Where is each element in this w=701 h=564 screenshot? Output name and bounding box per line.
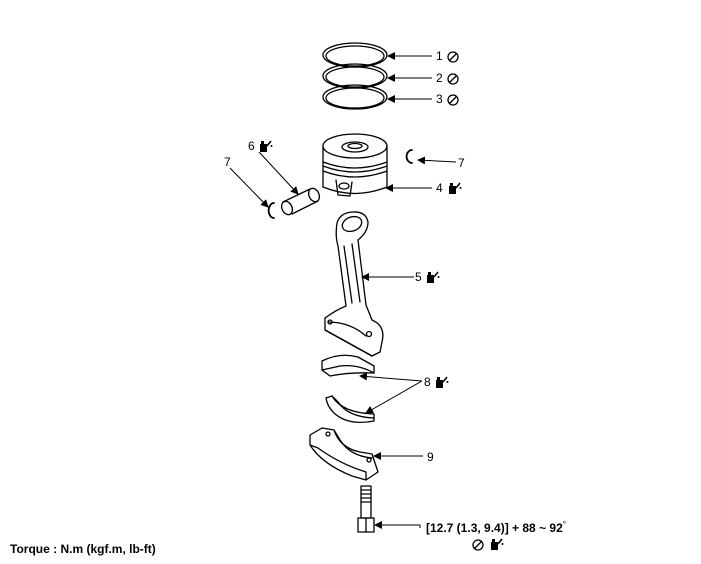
oil-can-icon — [490, 538, 505, 551]
oil-can-icon — [426, 271, 441, 284]
bearing-cap — [309, 427, 379, 481]
piston-ring-3 — [322, 84, 388, 110]
leader-7-left — [229, 167, 269, 208]
prohibited-reuse-icon — [472, 539, 484, 551]
snap-ring-right — [405, 149, 413, 164]
degree-mark: ° — [562, 520, 566, 529]
prohibited-reuse-icon — [447, 51, 459, 63]
connecting-rod-bolt — [357, 485, 375, 533]
bearing-upper — [321, 354, 375, 377]
leader-bolt — [374, 521, 421, 529]
leader-8a — [359, 372, 423, 382]
leader-8b — [365, 380, 423, 414]
callout-4: 4 — [436, 181, 443, 195]
callout-6: 6 — [248, 139, 255, 153]
callout-7-left: 7 — [224, 155, 231, 169]
snap-ring-left — [267, 202, 275, 219]
piston-pin — [280, 187, 321, 216]
callout-1: 1 — [436, 49, 443, 63]
callout-8: 8 — [424, 375, 431, 389]
piston — [322, 133, 388, 197]
leader-6 — [258, 151, 299, 195]
prohibited-reuse-icon — [447, 73, 459, 85]
callout-5: 5 — [415, 270, 422, 284]
leader-7-right — [417, 156, 457, 165]
prohibited-reuse-icon — [447, 94, 459, 106]
oil-can-icon — [435, 376, 450, 389]
oil-can-icon — [448, 182, 463, 195]
callout-3: 3 — [436, 92, 443, 106]
connecting-rod — [324, 211, 384, 357]
callout-7-right: 7 — [458, 156, 465, 170]
bearing-lower — [325, 395, 375, 424]
bolt-torque-spec: [12.7 (1.3, 9.4)] + 88 ~ 92° — [426, 520, 566, 535]
callout-9: 9 — [427, 450, 434, 464]
torque-units-legend: Torque : N.m (kgf.m, lb-ft) — [10, 542, 156, 556]
callout-2: 2 — [436, 71, 443, 85]
oil-can-icon — [259, 140, 274, 153]
